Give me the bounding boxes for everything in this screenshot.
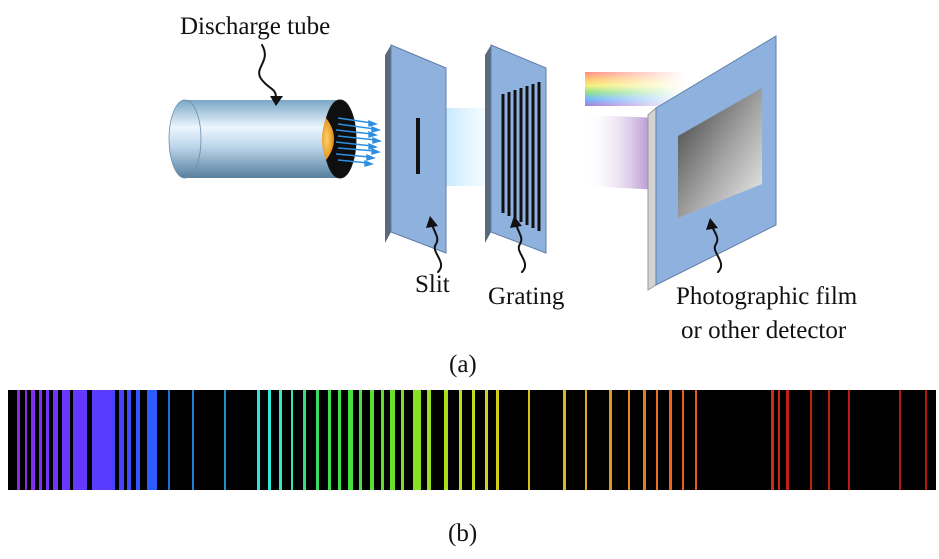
spectral-line [628, 390, 630, 490]
spectral-line [585, 390, 587, 490]
light-beam [445, 108, 493, 186]
grating-panel [485, 44, 547, 254]
spectral-line [695, 390, 697, 490]
spectral-line [224, 390, 226, 490]
spectral-line [528, 390, 530, 490]
spectral-line [62, 390, 70, 490]
spectral-line [786, 390, 789, 490]
squiggle-arrow-icon [706, 218, 718, 230]
detector-panel [647, 35, 777, 291]
spectral-line [291, 390, 293, 490]
spectral-line [485, 390, 488, 490]
glowing-gas [322, 118, 334, 160]
spectral-line [810, 390, 812, 490]
spectral-line [656, 390, 658, 490]
dispersed-light [585, 72, 685, 190]
emitted-light-rays [335, 117, 383, 167]
spectral-line [427, 390, 431, 490]
spectral-line [413, 390, 421, 490]
spectral-line [899, 390, 901, 490]
squiggle-arrow-icon [258, 44, 277, 99]
slit-label: Slit [415, 271, 450, 298]
spectral-line [192, 390, 194, 490]
spectral-line [348, 390, 353, 490]
spectral-line [496, 390, 499, 490]
squiggle-arrow-icon [510, 216, 522, 228]
spectral-line [771, 390, 774, 490]
part-b-label: (b) [448, 520, 478, 547]
spectral-line [73, 390, 87, 490]
spectral-line [127, 390, 131, 490]
spectral-line [39, 390, 42, 490]
spectral-line [328, 390, 331, 490]
spectral-line [828, 390, 830, 490]
spectral-line [459, 390, 462, 490]
discharge-tube-label: Discharge tube [180, 13, 331, 40]
part-a-label: (a) [449, 351, 477, 378]
spectral-line [119, 390, 124, 490]
detector-label-line2: or other detector [681, 317, 847, 344]
spectral-line [338, 390, 341, 490]
spectral-line [112, 390, 115, 490]
grating-lines [501, 82, 541, 231]
spectral-line [925, 390, 927, 490]
squiggle-arrow-icon [515, 223, 527, 273]
grating-label: Grating [488, 283, 565, 310]
spectral-line [669, 390, 672, 490]
spectral-line [444, 390, 448, 490]
spectral-line [168, 390, 170, 490]
spectral-line [643, 390, 646, 490]
spectral-line [370, 390, 374, 490]
squiggle-arrow-icon [711, 225, 723, 273]
spectral-line [359, 390, 362, 490]
spectral-line [316, 390, 319, 490]
spectral-line [25, 390, 27, 490]
spectral-line [17, 390, 20, 490]
spectral-line [136, 390, 140, 490]
spectral-line [53, 390, 58, 490]
spectral-line [279, 390, 282, 490]
detector-label-line1: Photographic film [676, 283, 858, 310]
spectral-line [257, 390, 260, 490]
squiggle-arrow-icon [426, 216, 438, 228]
squiggle-arrow-icon [270, 96, 283, 106]
spectral-line [609, 390, 612, 490]
spectral-line [848, 390, 850, 490]
slit-opening [416, 118, 420, 174]
spectral-line [268, 390, 271, 490]
spectral-line [303, 390, 306, 490]
spectral-line [563, 390, 566, 490]
spectral-line [92, 390, 114, 490]
spectral-line [147, 390, 157, 490]
discharge-tube [168, 99, 357, 179]
slit-panel [385, 44, 447, 254]
emission-spectrum [8, 390, 936, 490]
spectral-line [472, 390, 475, 490]
spectral-line [682, 390, 684, 490]
spectral-line [390, 390, 395, 490]
spectral-line [381, 390, 384, 490]
squiggle-arrow-icon [431, 223, 443, 273]
photographic-film [678, 88, 762, 218]
spectral-line [31, 390, 35, 490]
spectral-line [46, 390, 49, 490]
spectral-line [401, 390, 404, 490]
spectral-line [778, 390, 780, 490]
